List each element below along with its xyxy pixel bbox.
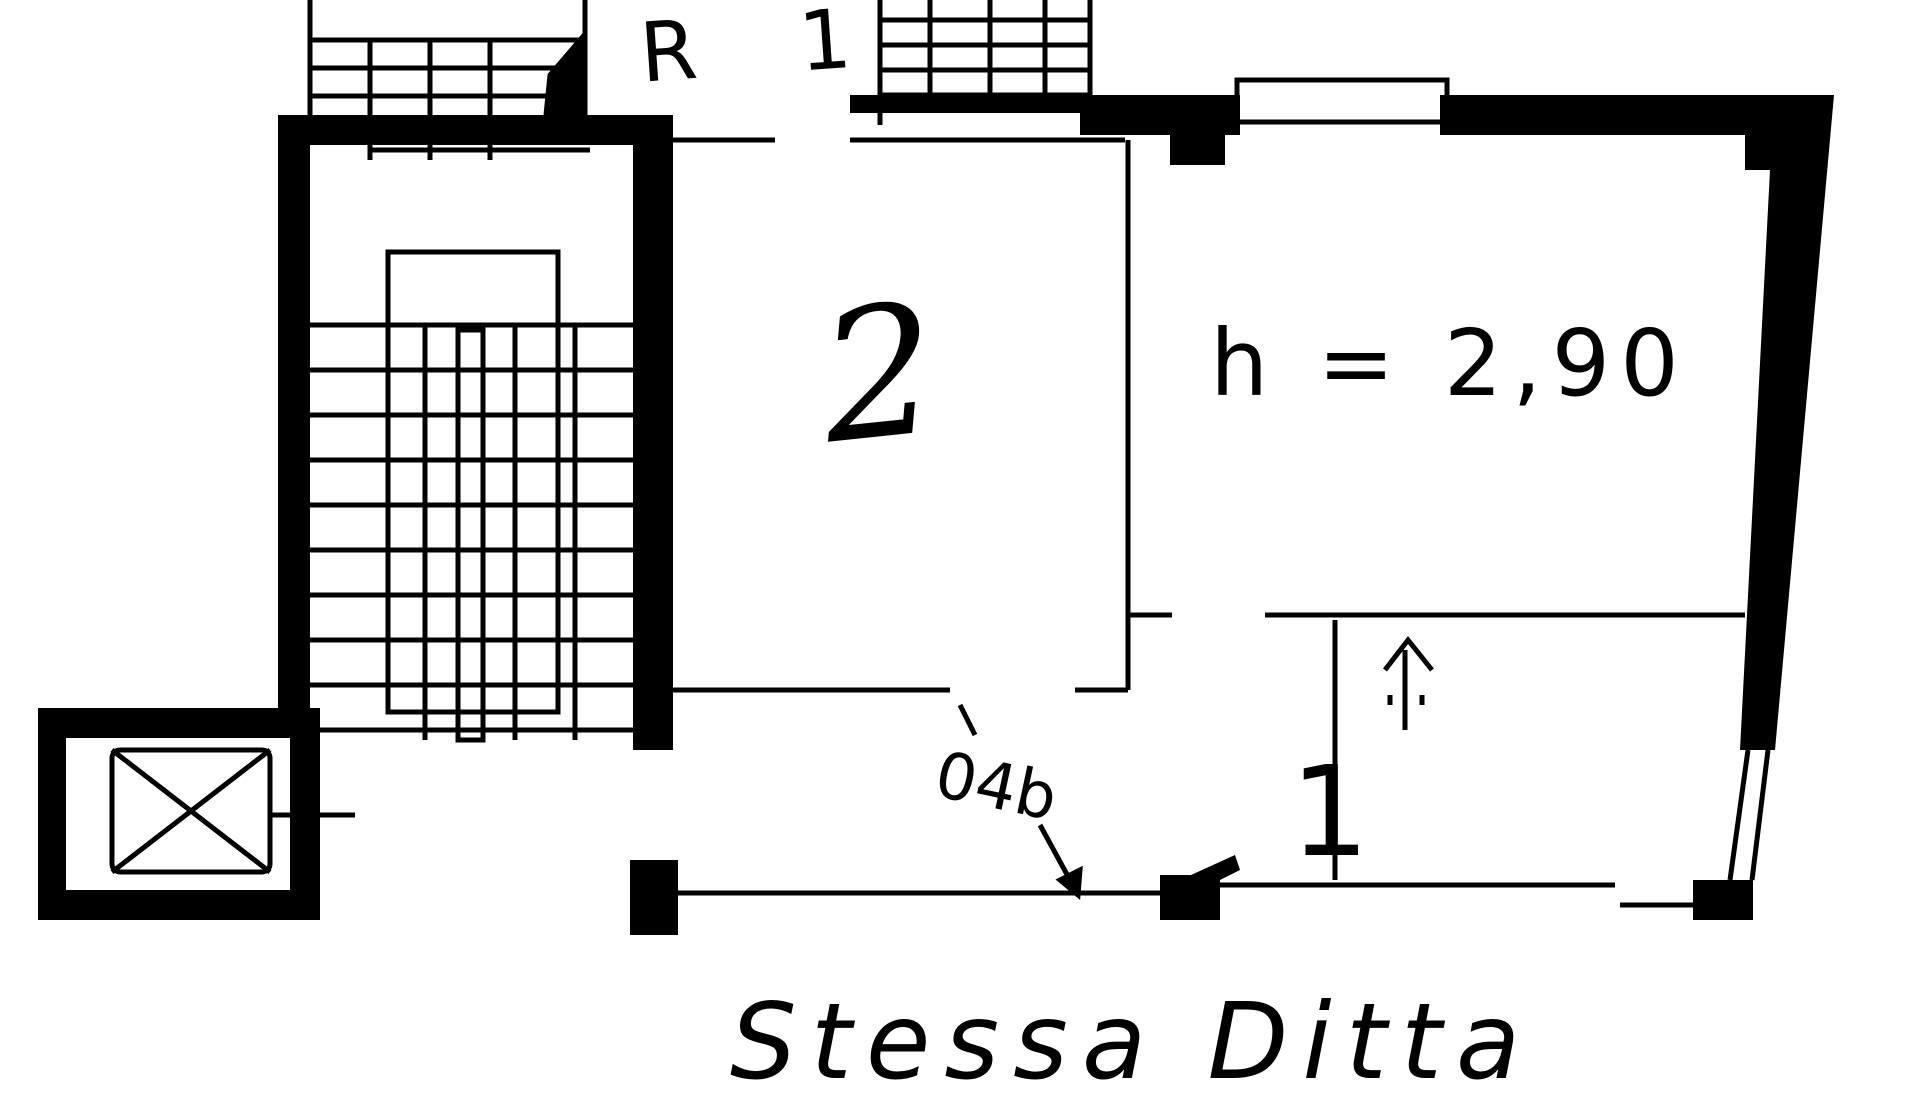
room-label-r1: R 1 [636,0,893,102]
door-frames [673,77,1450,143]
elevator [109,747,355,875]
floor-plan [38,0,1834,935]
stair-top-left [307,0,590,160]
ceiling-height-label: h = 2,90 [1210,310,1689,417]
pointer-arrow-icon [1037,823,1083,901]
room-label-1: 1 [1290,740,1370,885]
central-staircase [310,249,635,743]
caption-label: Stessa Ditta [730,981,1535,1103]
entry-arrow-icon [1383,635,1434,730]
wall-outline [38,95,1834,935]
interior-walls [673,140,1771,908]
room-label-2: 2 [811,264,948,485]
